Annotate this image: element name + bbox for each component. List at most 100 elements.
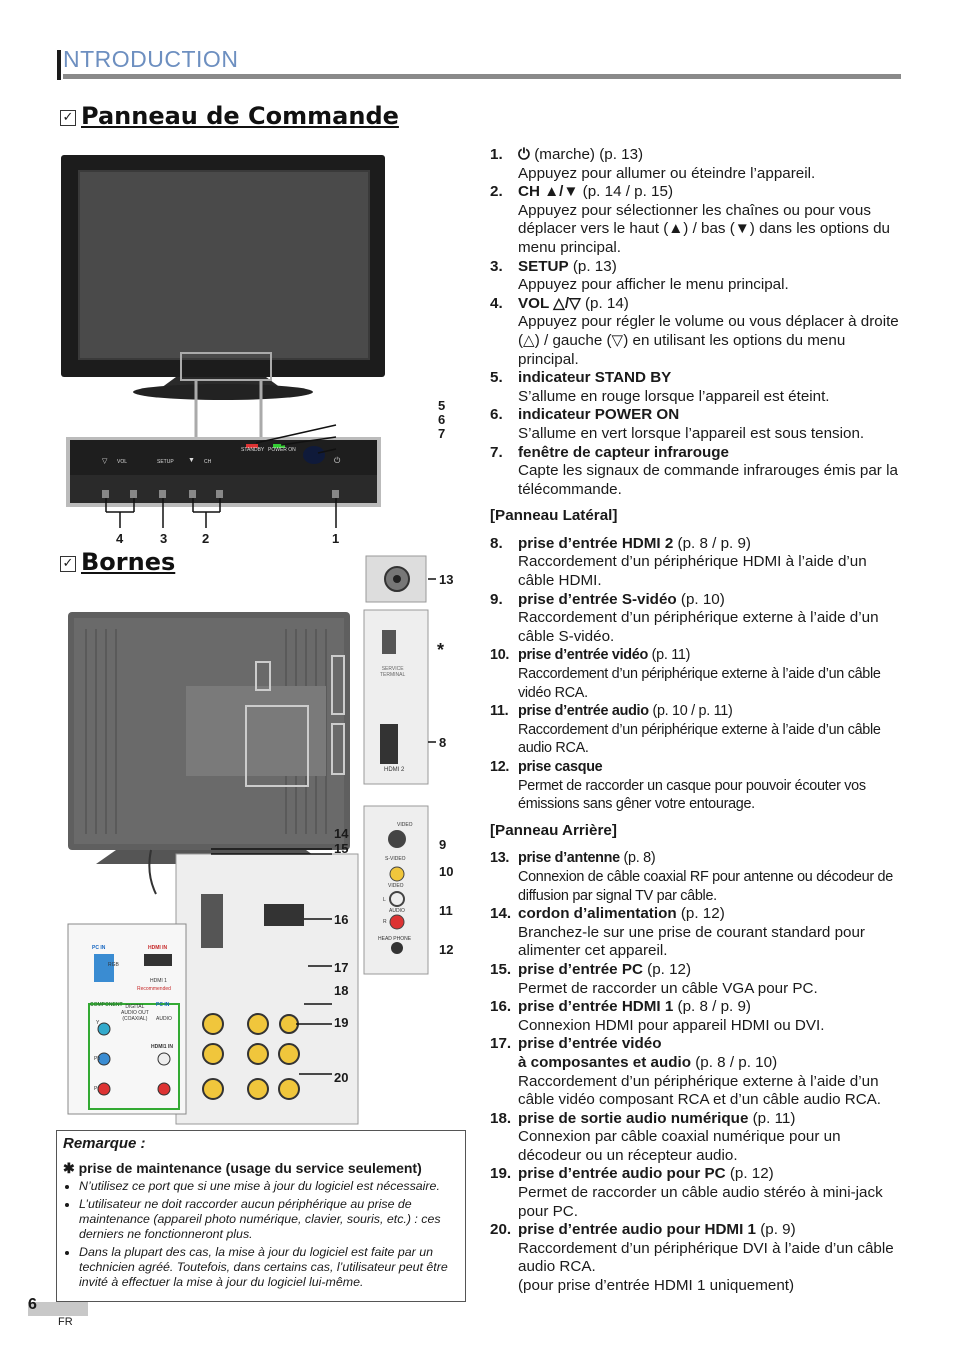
- callout-1: 1: [332, 531, 340, 546]
- svideo-label: S-VIDEO: [385, 856, 406, 862]
- item-description: S’allume en vert lorsque l’appareil est …: [518, 424, 865, 442]
- item-label: prise d’entrée vidéo: [518, 647, 648, 664]
- item-number: 16.: [490, 998, 512, 1016]
- audio-label: AUDIO: [389, 908, 405, 914]
- item-label: prise d’entrée vidéo à composantes et au…: [518, 1035, 692, 1071]
- callout-18: 18: [334, 983, 349, 998]
- description-list: 1.⏻ (marche) (p. 13)Appuyez pour allumer…: [490, 146, 905, 1296]
- language-code: FR: [58, 1316, 73, 1328]
- item-number: 1.: [490, 146, 503, 163]
- item-number: 4.: [490, 294, 503, 312]
- service-terminal-label: SERVICE TERMINAL: [380, 666, 406, 678]
- ch-label: CH: [204, 459, 212, 465]
- page-number: 6: [28, 1296, 37, 1313]
- remarque-box: Remarque : ✱ prise de maintenance (usage…: [56, 1130, 466, 1302]
- item-page-ref: (p. 11): [647, 647, 691, 664]
- item-label: cordon d’alimentation: [518, 905, 677, 923]
- item-description: Connexion HDMI pour appareil HDMI ou DVI…: [518, 1016, 825, 1034]
- item-page-ref: (p. 10 / p. 11): [648, 703, 733, 720]
- item-label: prise d’entrée HDMI 2: [518, 534, 674, 552]
- callout-13: 13: [439, 572, 454, 587]
- component-label: COMPONENT: [90, 1002, 123, 1008]
- remarque-heading: ✱ prise de maintenance (usage du service…: [63, 1160, 422, 1176]
- callout-8: 8: [439, 735, 447, 750]
- item-number: 3.: [490, 257, 503, 275]
- pb-label: Pb: [94, 1056, 101, 1062]
- item-description: Capte les signaux de commande infrarouge…: [518, 462, 898, 498]
- callout-7: 7: [438, 426, 446, 441]
- item-page-ref: (p. 8 / p. 9): [673, 998, 751, 1016]
- item-number: 6.: [490, 406, 503, 424]
- callout-9: 9: [439, 837, 447, 852]
- item-number: 20.: [490, 1221, 512, 1239]
- hdmi-in-label: HDMI IN: [148, 945, 168, 951]
- item-label: prise de sortie audio numérique: [518, 1109, 749, 1127]
- item-label: prise d’entrée audio: [518, 703, 649, 720]
- headphone-label: HEAD PHONE: [378, 936, 412, 942]
- item-page-ref: (p. 8 / p. 9): [673, 534, 751, 552]
- item-number: 17.: [490, 1035, 512, 1053]
- callout-star: *: [437, 640, 445, 660]
- item-label: SETUP: [518, 257, 569, 275]
- item-page-ref: (p. 9): [755, 1221, 796, 1239]
- list-item: 19.prise d’entrée audio pour PC (p. 12)P…: [490, 1165, 905, 1221]
- item-description: Raccordement d’un périphérique externe à…: [518, 609, 879, 645]
- item-label: prise d’entrée audio pour HDMI 1: [518, 1221, 756, 1239]
- item-label: CH ▲/▼: [518, 183, 579, 201]
- pr-label: Pr: [94, 1086, 99, 1092]
- callout-3: 3: [160, 531, 168, 546]
- item-description: Branchez-le sur une prise de courant sta…: [518, 923, 865, 960]
- item-page-ref: (p. 10): [676, 590, 725, 608]
- item-description: Permet de raccorder un casque pour pouvo…: [518, 777, 866, 813]
- item-page-ref: (p. 12): [725, 1165, 774, 1183]
- page-number-box: [28, 1302, 88, 1316]
- item-label: indicateur POWER ON: [518, 406, 680, 424]
- item-number: 11.: [490, 703, 509, 720]
- item-description: Permet de raccorder un câble audio stéré…: [518, 1184, 883, 1220]
- section-title-bornes: Bornes: [81, 548, 176, 576]
- vol-label: VOL: [117, 459, 128, 465]
- rgb-label: RGB: [108, 962, 119, 968]
- callout-11: 11: [439, 903, 453, 918]
- item-description: Connexion de câble coaxial RF pour anten…: [518, 868, 893, 904]
- lateral-heading: [Panneau Latéral]: [490, 507, 618, 525]
- item-number: 18.: [490, 1109, 512, 1127]
- item-description: Raccordement d’un périphérique externe à…: [518, 721, 881, 757]
- page-header: NTRODUCTION: [63, 46, 239, 72]
- item-label: prise casque: [518, 759, 603, 775]
- item-number: 15.: [490, 960, 512, 978]
- pc-audio-label: AUDIO: [156, 1016, 172, 1022]
- item-page-ref: (p. 12): [642, 960, 692, 978]
- callout-12: 12: [439, 942, 454, 957]
- pc-in-audio-label: PC IN: [156, 1002, 170, 1008]
- list-item: 9.prise d’entrée S-vidéo (p. 10)Raccorde…: [490, 591, 905, 647]
- callout-19: 19: [334, 1015, 349, 1030]
- list-item: 11. prise d’entrée audio (p. 10 / p. 11)R…: [490, 702, 905, 758]
- list-item: 18.prise de sortie audio numérique (p. 1…: [490, 1110, 905, 1166]
- remarque-bullet: N’utilisez ce port que si une mise à jou…: [79, 1179, 459, 1194]
- pc-in-label: PC IN: [92, 945, 106, 951]
- callout-14: 14: [334, 826, 349, 841]
- item-label: prise d’antenne: [518, 850, 620, 867]
- callout-17: 17: [334, 960, 349, 975]
- header-rule: [63, 74, 901, 79]
- list-item: 14.cordon d’alimentation (p. 12)Branchez…: [490, 905, 905, 961]
- remarque-title: Remarque :: [63, 1135, 146, 1152]
- header-bar: [57, 50, 61, 80]
- item-description: Appuyez pour afficher le menu principal.: [518, 276, 789, 294]
- remarque-list: N’utilisez ce port que si une mise à jou…: [57, 1179, 465, 1290]
- item-page-ref: (p. 8 / p. 10): [691, 1053, 778, 1071]
- item-description: Raccordement d’un périphérique DVI à l’a…: [518, 1239, 894, 1295]
- item-description: Permet de raccorder un câble VGA pour PC…: [518, 979, 818, 997]
- hdmi2-label: HDMI 2: [384, 767, 405, 773]
- digital-audio-out-label: DIGITAL AUDIO OUT (COAXIAL): [121, 1004, 149, 1022]
- item-number: 13.: [490, 850, 510, 867]
- rear-heading: [Panneau Arrière]: [490, 821, 617, 839]
- callout-10: 10: [439, 864, 454, 879]
- item-description: Appuyez pour régler le volume ou vous dé…: [518, 313, 899, 368]
- callout-20: 20: [334, 1070, 349, 1085]
- hdmi1-label: HDMI 1: [150, 978, 167, 984]
- item-description: S’allume en rouge lorsque l’appareil est…: [518, 387, 830, 405]
